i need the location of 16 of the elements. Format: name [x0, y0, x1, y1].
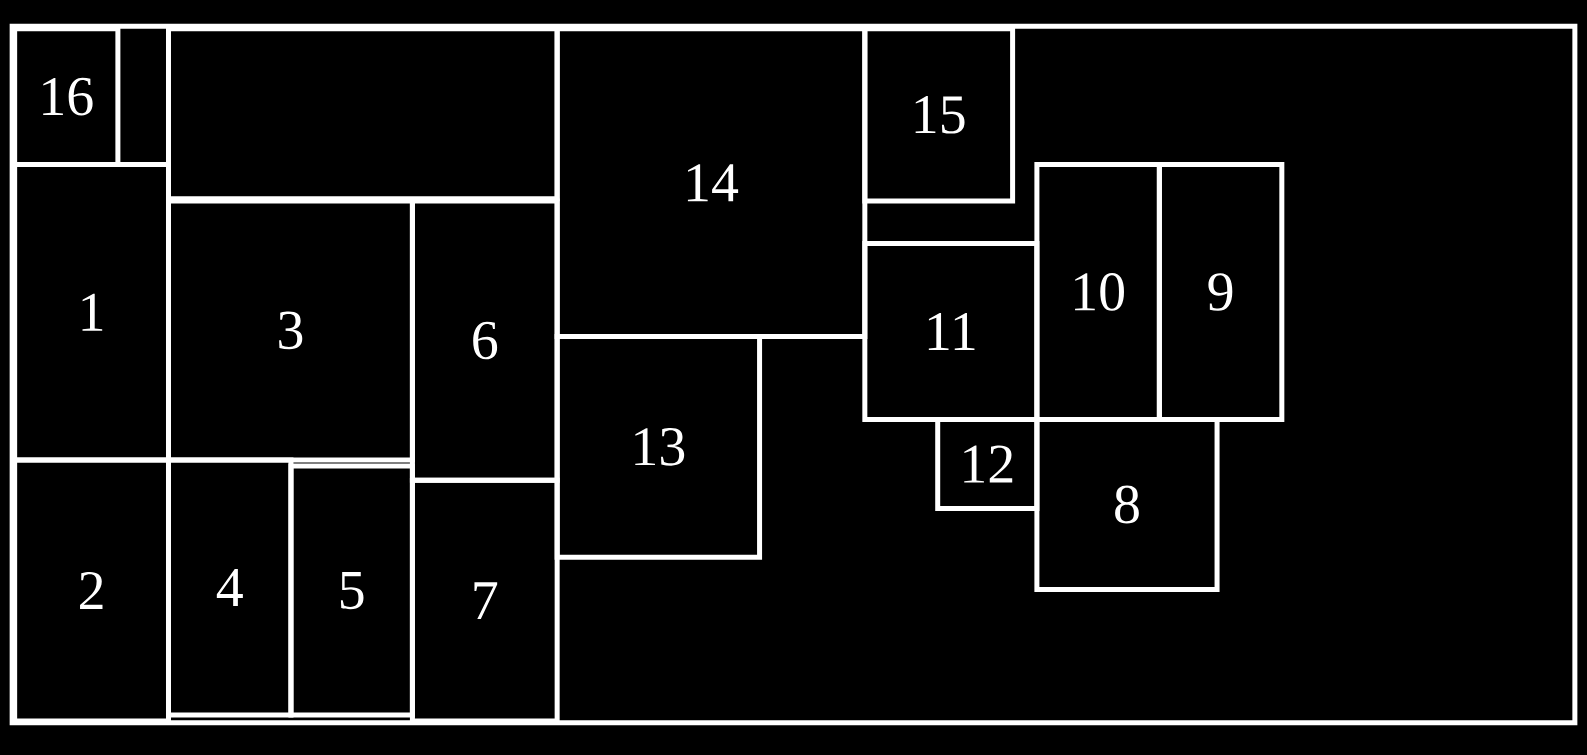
numbered-box: 10 — [1034, 161, 1162, 422]
numbered-box: 6 — [409, 198, 560, 483]
numbered-box: 1 — [12, 161, 171, 463]
numbered-box: 15 — [862, 26, 1016, 204]
numbered-box: 16 — [12, 26, 121, 167]
numbered-box: 3 — [166, 198, 415, 463]
numbered-box: 13 — [554, 334, 763, 560]
numbered-box: 11 — [862, 240, 1040, 422]
numbered-box: 2 — [12, 457, 171, 724]
numbered-box: 9 — [1156, 161, 1285, 422]
numbered-box: 8 — [1034, 417, 1220, 593]
numbered-box: 7 — [409, 477, 560, 724]
numbered-box: 14 — [554, 26, 868, 339]
numbered-box: 4 — [166, 457, 294, 718]
numbered-box: 5 — [288, 463, 415, 718]
numbered-box: 12 — [935, 417, 1040, 512]
